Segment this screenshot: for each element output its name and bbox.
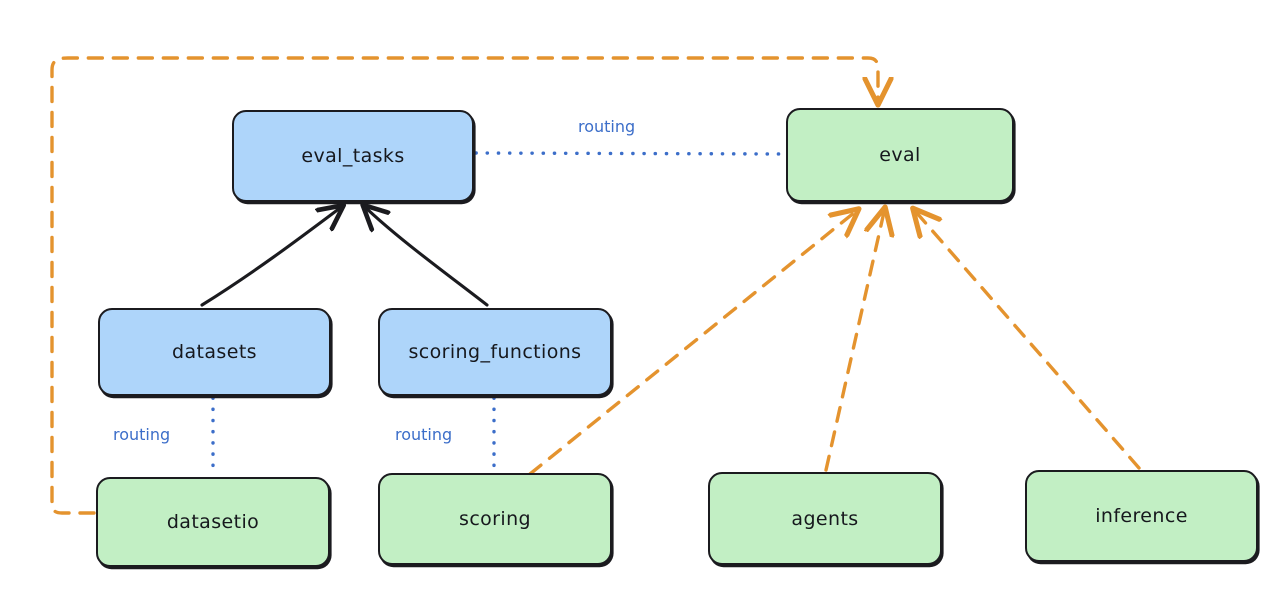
edge-label-routing-top: routing: [578, 117, 636, 136]
edge-scoring-eval: [528, 212, 855, 476]
edge-datasetio-eval: [50, 56, 878, 515]
composition-edges: [200, 208, 489, 307]
dependency-edges: [50, 56, 1141, 515]
node-datasets[interactable]: datasets: [98, 308, 331, 396]
routing-edges: [211, 151, 788, 478]
edge-label-routing-left: routing: [113, 425, 171, 444]
node-scoring[interactable]: scoring: [378, 473, 612, 565]
node-label-agents: agents: [791, 507, 859, 530]
edge-scoring_functions-eval_tasks: [366, 208, 489, 307]
edge-inference-eval: [916, 212, 1141, 470]
node-eval-tasks[interactable]: eval_tasks: [232, 110, 474, 202]
node-eval[interactable]: eval: [786, 108, 1014, 202]
node-label-datasets: datasets: [172, 341, 257, 363]
edge-eval_tasks-eval: [474, 151, 788, 156]
node-label-datasetio: datasetio: [166, 511, 260, 533]
node-agents[interactable]: agents: [708, 472, 942, 565]
node-label-inference: inference: [1095, 505, 1188, 527]
node-label-eval: eval: [879, 144, 921, 166]
node-label-scoring-functions: scoring_functions: [408, 341, 582, 363]
edge-label-routing-middle: routing: [395, 425, 453, 444]
edge-datasets-eval_tasks: [200, 208, 340, 307]
node-inference[interactable]: inference: [1025, 470, 1258, 562]
edge-agents-eval: [824, 212, 884, 472]
node-datasetio[interactable]: datasetio: [96, 477, 330, 567]
node-scoring-functions[interactable]: scoring_functions: [378, 308, 612, 396]
node-label-eval-tasks: eval_tasks: [301, 145, 405, 167]
node-label-scoring: scoring: [459, 508, 531, 530]
